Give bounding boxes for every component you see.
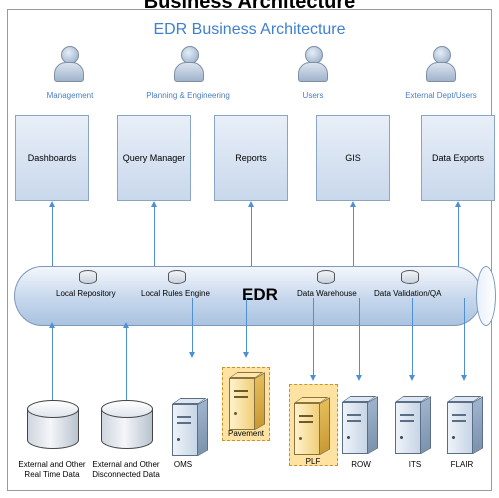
server-icon xyxy=(294,397,332,455)
user-label-management: Management xyxy=(46,91,94,100)
source-label-flair: FLAIR xyxy=(450,460,474,469)
server-icon xyxy=(342,396,380,454)
output-label: GIS xyxy=(345,153,361,163)
arrow-bus-to-its xyxy=(409,298,415,381)
output-box-gis: GIS xyxy=(316,115,390,201)
source-label-plf: PLF xyxy=(305,457,321,466)
source-label-pavement: Pavement xyxy=(227,429,265,438)
output-box-dashboards: Dashboards xyxy=(15,115,89,201)
source-label-its: ITS xyxy=(408,460,422,469)
output-label: Reports xyxy=(235,153,267,163)
server-icon xyxy=(395,396,433,454)
source-label-disconnected: External and Other Disconnected Data xyxy=(92,460,160,479)
source-label-row: ROW xyxy=(351,460,371,469)
arrow-bus-to-row xyxy=(356,298,362,381)
database-icon xyxy=(401,270,419,284)
server-icon xyxy=(172,398,210,456)
database-cylinder-icon xyxy=(27,400,79,456)
edr-bus-label: EDR xyxy=(242,285,278,304)
arrow-bus-to-oms xyxy=(189,298,195,358)
source-label-oms: OMS xyxy=(173,460,193,469)
database-icon xyxy=(168,270,186,284)
person-icon xyxy=(298,46,328,82)
database-cylinder-icon xyxy=(101,400,153,456)
bus-component-local-repository: Local Repository xyxy=(56,289,116,298)
user-label-external: External Dept/Users xyxy=(405,91,477,100)
person-icon xyxy=(174,46,204,82)
bus-component-data-validation: Data Validation/QA xyxy=(374,289,442,298)
output-label: Data Exports xyxy=(431,153,485,163)
arrow-to-gis xyxy=(350,201,356,267)
person-icon xyxy=(54,46,84,82)
output-box-data-exports: Data Exports xyxy=(421,115,495,201)
user-label-users: Users xyxy=(302,91,324,100)
arrow-to-data-exports xyxy=(455,201,461,267)
user-label-planning: Planning & Engineering xyxy=(146,91,230,100)
arrow-disconnected-to-bus xyxy=(123,322,129,402)
output-label: Query Manager xyxy=(122,153,186,163)
database-icon xyxy=(317,270,335,284)
server-icon xyxy=(447,396,485,454)
arrow-to-query-manager xyxy=(151,201,157,267)
arrow-bus-to-plf xyxy=(310,298,316,381)
edr-bus-end-cap xyxy=(476,266,496,326)
arrow-bus-to-pavement xyxy=(243,298,249,358)
server-icon xyxy=(229,372,267,430)
output-box-reports: Reports xyxy=(214,115,288,201)
arrow-to-reports xyxy=(248,201,254,267)
person-icon xyxy=(426,46,456,82)
bus-component-local-rules-engine: Local Rules Engine xyxy=(141,289,210,298)
diagram-title: EDR Business Architecture xyxy=(153,21,346,38)
arrow-bus-to-flair xyxy=(461,298,467,381)
output-label: Dashboards xyxy=(27,153,77,163)
output-box-query-manager: Query Manager xyxy=(117,115,191,201)
database-icon xyxy=(79,270,97,284)
bus-component-data-warehouse: Data Warehouse xyxy=(297,289,357,298)
source-label-realtime: External and Other Real Time Data xyxy=(18,460,86,479)
arrow-to-dashboards xyxy=(49,201,55,267)
arrow-realtime-to-bus xyxy=(49,322,55,402)
